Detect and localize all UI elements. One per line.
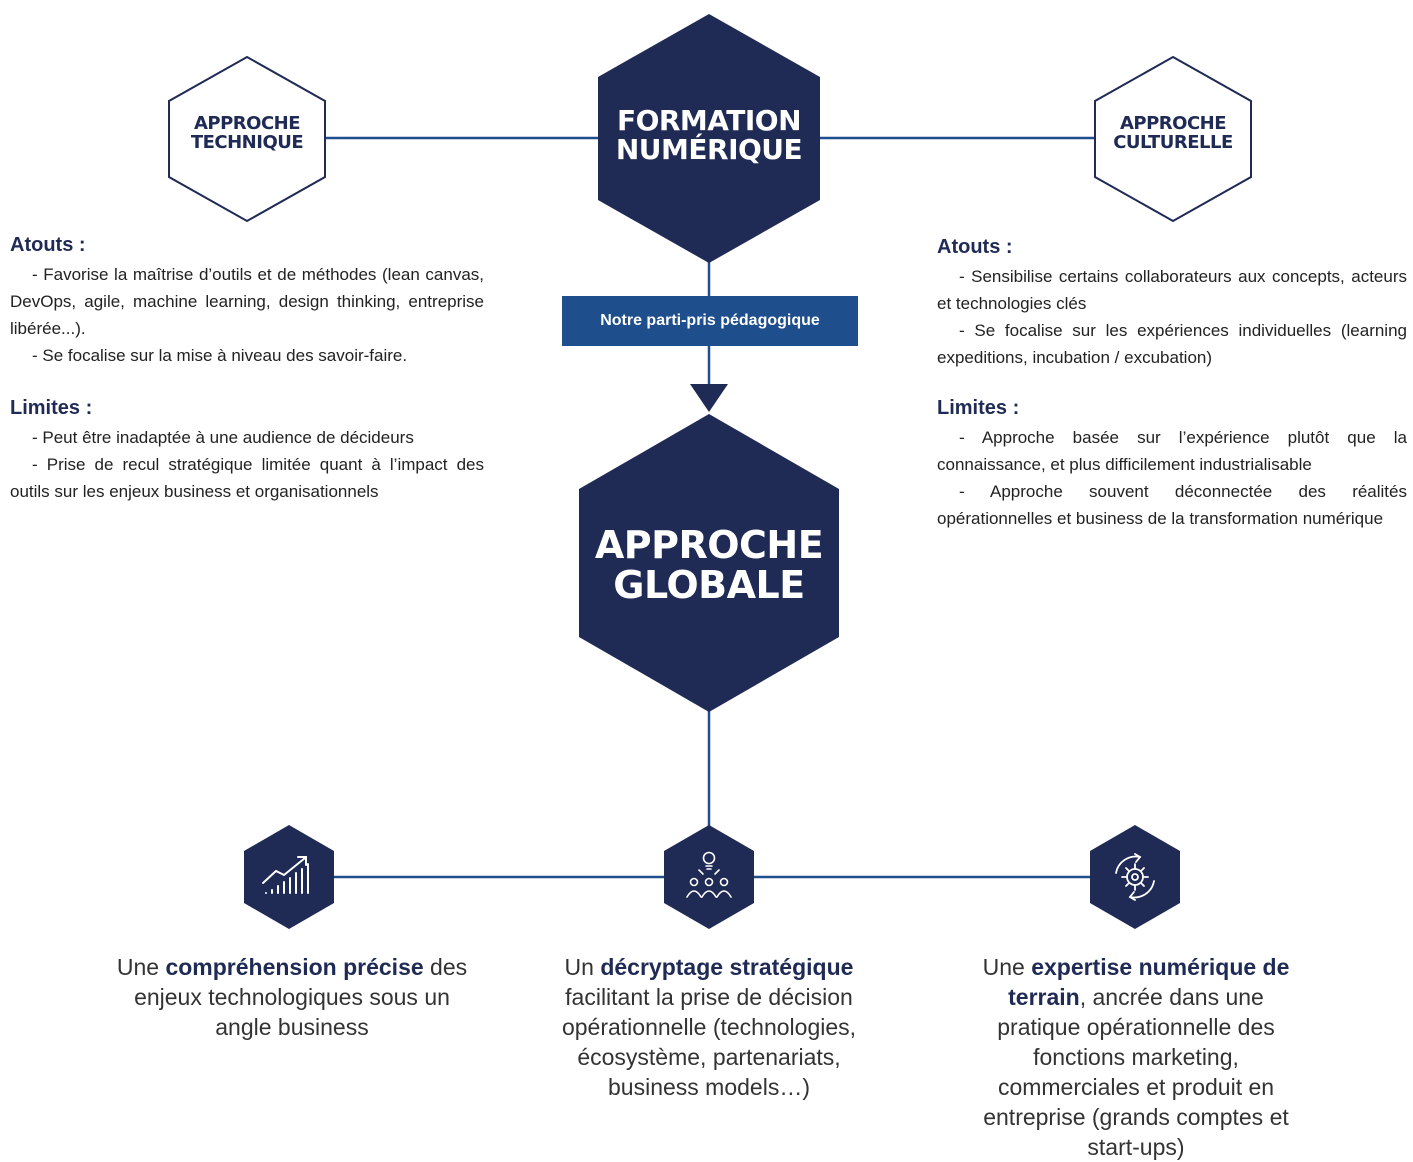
benefit-2-bold: décryptage stratégique xyxy=(600,954,854,980)
benefit-hexagon-3 xyxy=(1090,825,1180,929)
arrow-down-icon xyxy=(690,384,728,412)
benefit-2-post: facilitant la prise de décision opératio… xyxy=(561,984,857,1100)
benefit-1-pre: Une xyxy=(116,954,166,980)
benefit-3-bold: expertise numérique de terrain xyxy=(1008,954,1290,1010)
gear-cycle-icon xyxy=(1115,853,1155,901)
left-limites-item-2: - Prise de recul stratégique limitée qua… xyxy=(10,455,484,501)
benefit-hexagon-1 xyxy=(244,825,334,929)
left-hex-title-line2: TECHNIQUE xyxy=(190,131,304,153)
benefit-2-pre: Un xyxy=(564,954,601,980)
growth-chart-icon xyxy=(262,856,309,894)
right-hex-title-line2: CULTURELLE xyxy=(1113,131,1233,153)
benefit-3-post: , ancrée dans une pratique opérationnell… xyxy=(983,984,1289,1160)
left-limites-item-1: - Peut être inadaptée à une audience de … xyxy=(32,428,414,447)
left-limites-title: Limites : xyxy=(10,397,93,419)
left-atouts-title: Atouts : xyxy=(10,234,86,256)
benefit-3-pre: Une xyxy=(982,954,1032,980)
benefit-1: Une compréhension précise des enjeux tec… xyxy=(112,952,472,1042)
center-hexagon xyxy=(579,414,839,712)
right-hexagon xyxy=(1094,55,1252,223)
right-atouts-section: Atouts : - Sensibilise certains collabor… xyxy=(937,234,1407,371)
left-atouts-section: Atouts : - Favorise la maîtrise d’outils… xyxy=(10,232,484,369)
top-center-title-line2: NUMÉRIQUE xyxy=(615,133,803,167)
right-limites-title: Limites : xyxy=(937,397,1020,419)
team-idea-icon xyxy=(686,851,732,898)
left-atouts-item-2: - Se focalise sur la mise à niveau des s… xyxy=(32,346,408,365)
right-atouts-title: Atouts : xyxy=(937,236,1013,258)
right-limites-item-2: - Approche souvent déconnectée des réali… xyxy=(937,482,1407,528)
left-limites-section: Limites : - Peut être inadaptée à une au… xyxy=(10,395,484,505)
center-hex-title-line1: APPROCHE xyxy=(594,523,824,567)
top-center-hexagon-title: FORMATION NUMÉRIQUE xyxy=(598,106,820,165)
benefit-1-bold: compréhension précise xyxy=(165,954,424,980)
benefit-3: Une expertise numérique de terrain, ancr… xyxy=(972,952,1300,1162)
benefit-2: Un décryptage stratégique facilitant la … xyxy=(544,952,874,1102)
left-hexagon-title: APPROCHE TECHNIQUE xyxy=(169,113,325,153)
right-atouts-item-2: - Se focalise sur les expériences indivi… xyxy=(937,321,1407,367)
right-atouts-item-1: - Sensibilise certains collaborateurs au… xyxy=(937,267,1407,313)
left-hex-title-line1: APPROCHE xyxy=(193,113,301,134)
right-hex-title-line1: APPROCHE xyxy=(1119,113,1227,134)
right-limites-section: Limites : - Approche basée sur l’expérie… xyxy=(937,395,1407,532)
left-atouts-item-1: - Favorise la maîtrise d’outils et de mé… xyxy=(10,265,484,338)
right-hexagon-title: APPROCHE CULTURELLE xyxy=(1095,113,1251,153)
top-center-title-line1: FORMATION xyxy=(616,104,802,137)
top-center-hexagon xyxy=(598,14,820,263)
center-hexagon-title: APPROCHE GLOBALE xyxy=(579,523,839,607)
right-limites-item-1: - Approche basée sur l’expérience plutôt… xyxy=(937,428,1407,474)
benefit-1-post: des enjeux technologiques sous un angle … xyxy=(134,954,468,1040)
benefit-hexagon-2 xyxy=(664,825,754,929)
center-hex-title-line2: GLOBALE xyxy=(613,562,805,607)
pedagogy-label: Notre parti-pris pédagogique xyxy=(562,296,858,346)
left-hexagon xyxy=(168,55,326,223)
